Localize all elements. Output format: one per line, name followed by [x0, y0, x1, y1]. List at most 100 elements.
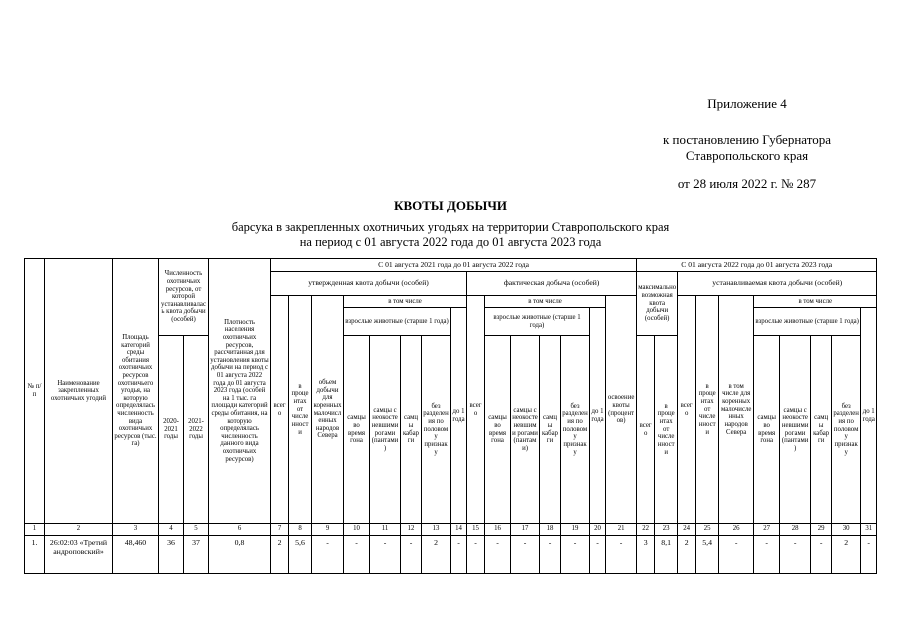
col-number: 13 [421, 523, 452, 536]
approved-males-kabarga-header: самцы кабарги [400, 335, 423, 524]
col-number: 25 [695, 523, 720, 536]
actual-males-rut-header: самцы во время гона [484, 335, 512, 524]
table-cell: 2 [677, 535, 697, 574]
table-cell: - [605, 535, 638, 574]
table-cell: - [510, 535, 541, 574]
col-number: 30 [831, 523, 862, 536]
table-cell: - [753, 535, 781, 574]
document-title: КВОТЫ ДОБЫЧИ [394, 198, 507, 213]
col-number: 22 [636, 523, 656, 536]
actual-take-header: фактическая добыча (особей) [466, 271, 638, 296]
col-number: 15 [466, 523, 486, 536]
table-cell: 3 [636, 535, 656, 574]
actual-adults-header: взрослые животные (старше 1 года) [484, 307, 591, 336]
actual-males-velvet-header: самцы с неокостеневшими рогами (пантами) [510, 335, 541, 524]
table-cell: - [779, 535, 812, 574]
col-number: 4 [158, 523, 184, 536]
table-cell: - [311, 535, 345, 574]
table-cell: - [718, 535, 755, 574]
table-cell: - [466, 535, 486, 574]
table-cell: - [400, 535, 423, 574]
decree-line2: Ставропольского края [685, 147, 809, 163]
col-number: 5 [182, 523, 210, 536]
table-cell: - [484, 535, 512, 574]
set-males-kabarga-header: самцы кабарги [810, 335, 833, 524]
set-males-rut-header: самцы во время гона [753, 335, 781, 524]
quota-use-header: освоение квоты (процентов) [605, 295, 638, 524]
table-cell: - [369, 535, 402, 574]
set-no-division-header: без разделения по половому признаку [831, 335, 862, 524]
set-total-header: всего [677, 295, 697, 524]
subtitle-line1: барсука в закрепленных охотничьих угодья… [231, 220, 670, 234]
table-cell: 5,4 [695, 535, 720, 574]
table-cell: - [810, 535, 833, 574]
col-number: 6 [208, 523, 272, 536]
col-number: 3 [112, 523, 159, 536]
approved-percent-header: в процентах от численности [288, 295, 313, 524]
approved-including-header: в том числе [343, 295, 468, 308]
table-cell: 0,8 [208, 535, 272, 574]
decree-line1: к постановлению Губернатора [662, 132, 832, 148]
col-number: 11 [369, 523, 402, 536]
approved-under1-header: до 1 года [450, 307, 468, 524]
actual-including-header: в том числе [484, 295, 607, 308]
appendix-block: Приложение 4 к постановлению Губернатора… [629, 96, 865, 191]
col-header-name: Наименование закрепленных охотничьих уго… [44, 258, 113, 524]
set-quota-header: устанавливаемая квота добычи (особей) [677, 271, 878, 296]
table-cell: - [860, 535, 878, 574]
actual-under1-header: до 1 года [589, 307, 607, 524]
quota-table: № п/п Наименование закрепленных охотничь… [24, 258, 878, 574]
col-number: 17 [510, 523, 541, 536]
max-percent-header: в процентах от численности [654, 335, 679, 524]
col-header-population: Численность охотничьих ресурсов, от кото… [157, 258, 210, 336]
table-row: 1. 26:02:03 «Третий андроповский» 48,460… [24, 535, 878, 574]
table-cell: 36 [158, 535, 184, 574]
set-adults-header: взрослые животные (старше 1 года) [753, 307, 862, 336]
col-number: 1 [24, 523, 45, 536]
table-cell: 5,6 [288, 535, 313, 574]
approved-males-velvet-header: самцы с неокостеневшими рогами (пантами) [369, 335, 402, 524]
table-cell: 2 [270, 535, 290, 574]
set-under1-header: до 1 года [860, 307, 878, 524]
col-number: 26 [718, 523, 755, 536]
approved-adults-header: взрослые животные (старше 1 года) [343, 307, 452, 336]
table-cell: - [450, 535, 468, 574]
col-number: 12 [400, 523, 423, 536]
decree-reference: к постановлению Губернатора Ставропольск… [629, 132, 865, 163]
col-number: 2 [44, 523, 113, 536]
table-cell: - [343, 535, 371, 574]
years-2020-2021-header: 2020-2021 годы [158, 335, 184, 524]
set-males-velvet-header: самцы с неокостеневшими рогами (пантами) [779, 335, 812, 524]
col-number: 8 [288, 523, 313, 536]
col-header-num: № п/п [24, 258, 45, 524]
years-2021-2022-header: 2021-2022 годы [182, 335, 210, 524]
decree-date: от 28 июля 2022 г. № 287 [677, 175, 817, 191]
col-header-density: Плотность населения охотничьих ресурсов,… [208, 258, 272, 524]
col-number: 7 [270, 523, 290, 536]
actual-no-division-header: без разделения по половому признаку [560, 335, 591, 524]
col-number: 21 [605, 523, 638, 536]
appendix-label: Приложение 4 [707, 96, 787, 111]
col-number: 9 [311, 523, 345, 536]
col-number: 31 [860, 523, 878, 536]
col-number: 28 [779, 523, 812, 536]
col-number: 27 [753, 523, 781, 536]
period-2021-2022-header: С 01 августа 2021 года до 01 августа 202… [270, 258, 638, 272]
set-percent-header: в процентах от численности [695, 295, 720, 524]
document-subtitle: барсука в закрепленных охотничьих угодья… [0, 220, 901, 250]
col-number: 14 [450, 523, 468, 536]
hunting-ground-name: 26:02:03 «Третий андроповский» [44, 535, 113, 574]
period-2022-2023-header: С 01 августа 2022 года до 01 августа 202… [636, 258, 878, 272]
col-number: 23 [654, 523, 679, 536]
col-number: 29 [810, 523, 833, 536]
approved-total-header: всего [270, 295, 290, 524]
approved-males-rut-header: самцы во время гона [343, 335, 371, 524]
max-quota-header: максимально возможная квота добычи (особ… [636, 271, 679, 336]
col-number: 16 [484, 523, 512, 536]
col-header-area: Площадь категорий среды обитания охотнич… [112, 258, 159, 524]
table-cell: 37 [182, 535, 210, 574]
table-cell: 2 [421, 535, 452, 574]
col-number: 24 [677, 523, 697, 536]
col-number: 10 [343, 523, 371, 536]
